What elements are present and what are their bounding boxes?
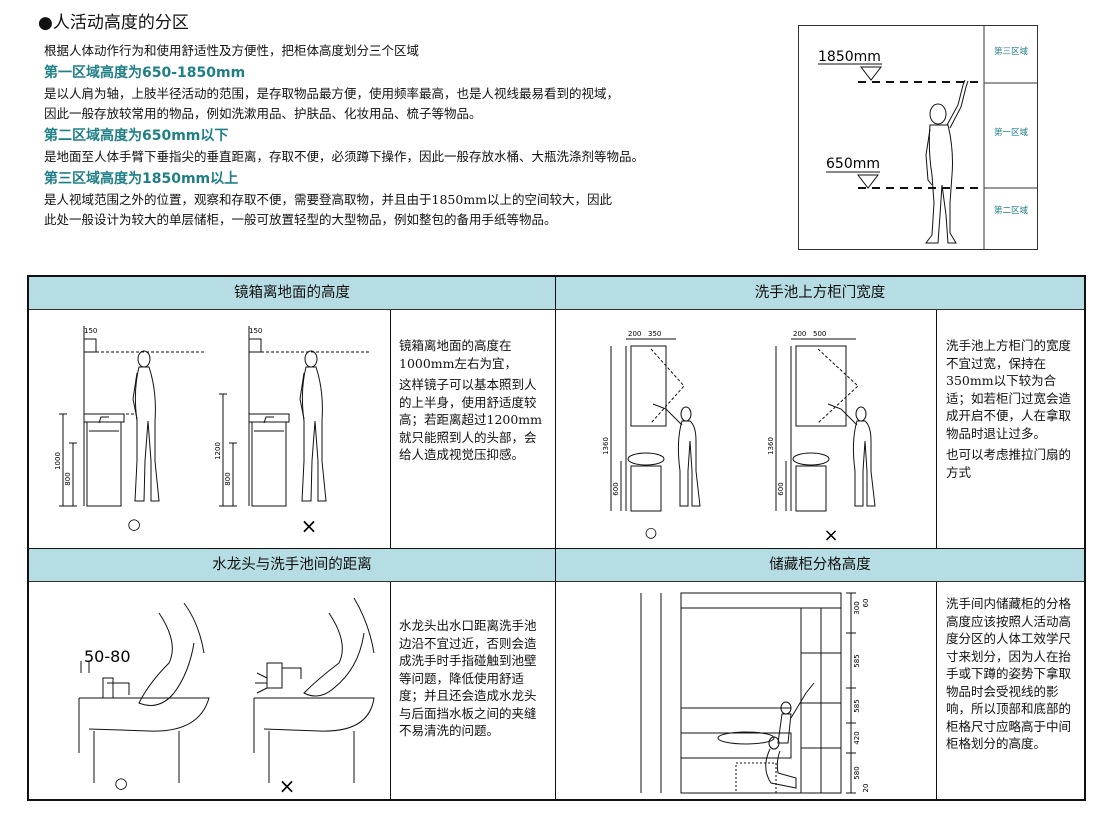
mirror-dim-a-1: 1000 xyxy=(54,452,62,470)
faucet-text-1: 水龙头出水口距离洗手池边沿不宜过近，否则会造成洗手时手指碰触到池壁等问题，降低使… xyxy=(399,618,537,738)
door-dim-a-w1: 200 xyxy=(628,330,641,338)
mirror-dim-a-top: 150 xyxy=(84,327,97,335)
door-dim-a-h1: 1360 xyxy=(602,437,610,455)
faucet-panel-header: 水龙头与洗手池间的距离 xyxy=(29,549,555,582)
storage-dim-6: 580 xyxy=(853,766,861,779)
zone1-heading: 第一区域高度为650-1850mm xyxy=(44,65,246,81)
intro-lead: 根据人体动作行为和使用舒适性及方便性，把柜体高度划分三个区域 xyxy=(44,43,420,58)
mirror-panel-header: 镜箱离地面的高度 xyxy=(29,277,555,310)
zone3-line1: 是人视域范围之外的位置，观察和存取不便，需要登高取物，并且由于1850mm以上的… xyxy=(44,192,613,207)
mirror-good-mark: ○ xyxy=(127,515,140,533)
zone-height-figure: 第三区域 第一区域 第二区域 1850mm 650mm xyxy=(798,25,1038,250)
zone3-heading: 第三区域高度为1850mm以上 xyxy=(44,171,239,187)
door-bad-mark: × xyxy=(823,525,838,546)
zone2-line1: 是地面至人体手臂下垂指尖的垂直距离，存取不便，必须蹲下操作，因此一般存放水桶、大… xyxy=(44,149,645,164)
zone3-line2: 此处一般设计为较大的单层储柜，一般可放置轻型的大型物品，例如整包的备用手纸等物品… xyxy=(44,212,557,227)
storage-dim-4: 585 xyxy=(853,699,861,712)
intro-section: ●人活动高度的分区 根据人体动作行为和使用舒适性及方便性，把柜体高度划分三个区域… xyxy=(38,8,789,230)
info-grid: 镜箱离地面的高度 xyxy=(27,275,1086,801)
mirror-dim-a-2: 800 xyxy=(64,472,72,485)
faucet-bad-mark: × xyxy=(279,774,296,798)
mirror-panel-text: 镜箱离地面的高度在1000mm左右为宜， 这样镜子可以基本照到人的上半身，使用舒… xyxy=(399,337,544,468)
door-width-diagram: 200 350 200 500 1360 600 1360 600 ○ × xyxy=(602,330,876,546)
door-dim-a-w2: 350 xyxy=(648,330,661,338)
label-1850: 1850mm xyxy=(818,49,881,65)
faucet-dim: 50-80 xyxy=(84,647,131,666)
mirror-text-1: 镜箱离地面的高度在1000mm左右为宜， xyxy=(399,338,518,371)
storage-dim-5: 420 xyxy=(853,731,861,744)
zone-label-bottom: 第二区域 xyxy=(994,205,1029,216)
storage-dim-2: 60 xyxy=(862,599,870,608)
storage-panel-header: 储藏柜分格高度 xyxy=(556,549,1084,582)
faucet-distance-diagram: 50-80 ○ × xyxy=(78,597,375,798)
door-panel-header: 洗手池上方柜门宽度 xyxy=(556,277,1084,310)
zone-label-mid: 第一区域 xyxy=(994,127,1029,138)
mirror-text-2: 这样镜子可以基本照到人的上半身，使用舒适度较高；若距离超过1200mm就只能照到… xyxy=(399,377,543,462)
mirror-dim-b-2: 800 xyxy=(224,472,232,485)
storage-shelf-diagram: 300 60 585 585 420 580 20 xyxy=(640,592,870,794)
label-650: 650mm xyxy=(826,156,880,172)
storage-dim-3: 585 xyxy=(853,654,861,667)
storage-dim-7: 20 xyxy=(862,784,870,793)
door-dim-a-h2: 600 xyxy=(612,482,620,495)
storage-dim-1: 300 xyxy=(853,601,861,614)
zone1-line1: 是以人肩为轴，上肢半径活动的范围，是存取物品最方便，使用频率最高，也是人视线最易… xyxy=(44,86,620,101)
zone2-heading: 第二区域高度为650mm以下 xyxy=(44,128,229,144)
door-dim-b-h1: 1360 xyxy=(767,437,775,455)
storage-text-1: 洗手间内储藏柜的分格高度应该按照人活动高度分区的人体工效学尺寸来划分，因为人在抬… xyxy=(946,596,1072,751)
mirror-dim-b-top: 150 xyxy=(249,327,262,335)
door-dim-b-w2: 500 xyxy=(813,330,826,338)
door-dim-b-h2: 600 xyxy=(777,482,785,495)
mirror-bad-mark: × xyxy=(301,514,318,538)
door-panel-text: 洗手池上方柜门的宽度不宜过宽，保持在350mm以下较为合适；如若柜门过宽会造成开… xyxy=(946,337,1076,485)
mirror-height-diagram: 150 150 1000 800 1200 800 ○ × xyxy=(54,326,369,538)
door-good-mark: ○ xyxy=(645,525,657,541)
storage-panel-text: 洗手间内储藏柜的分格高度应该按照人活动高度分区的人体工效学尺寸来划分，因为人在抬… xyxy=(946,595,1076,757)
door-text-1: 洗手池上方柜门的宽度不宜过宽，保持在350mm以下较为合适；如若柜门过宽会造成开… xyxy=(946,338,1072,441)
mirror-dim-b-1: 1200 xyxy=(214,442,222,460)
faucet-good-mark: ○ xyxy=(114,774,127,792)
zone-label-top: 第三区域 xyxy=(994,46,1029,57)
faucet-panel-text: 水龙头出水口距离洗手池边沿不宜过近，否则会造成洗手时手指碰触到池壁等问题，降低使… xyxy=(399,617,544,744)
zone1-line2: 因此一般存放较常用的物品，例如洗漱用品、护肤品、化妆用品、梳子等物品。 xyxy=(44,106,482,121)
human-figure-icon xyxy=(925,79,969,244)
door-dim-b-w1: 200 xyxy=(793,330,806,338)
section-title: ●人活动高度的分区 xyxy=(38,13,189,33)
door-text-2: 也可以考虑推拉门扇的方式 xyxy=(946,447,1072,480)
